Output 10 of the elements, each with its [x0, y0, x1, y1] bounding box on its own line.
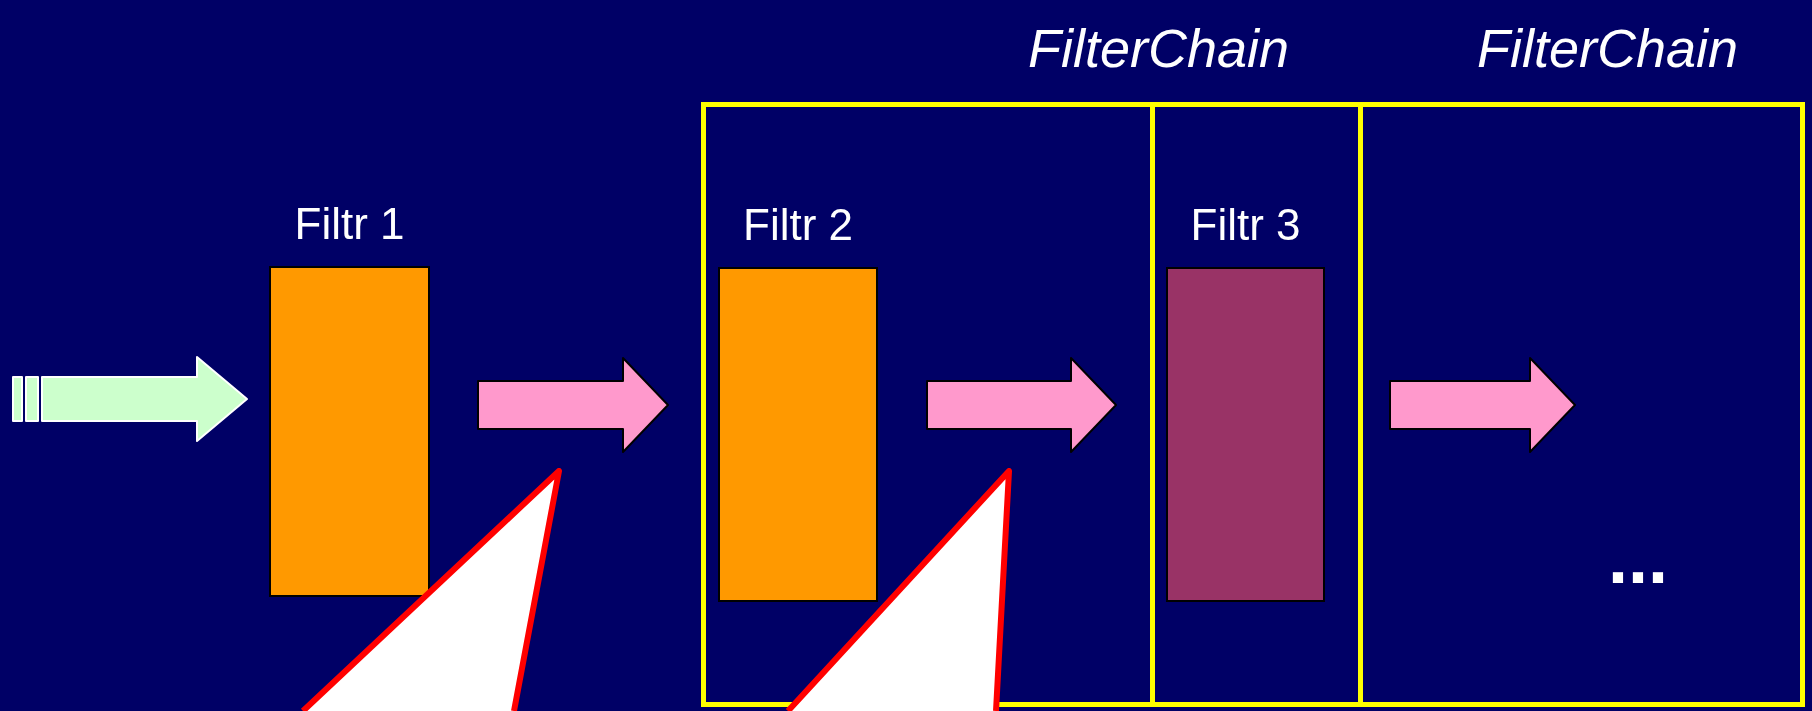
block-arrow: [477, 357, 669, 453]
block-arrow: [1389, 357, 1576, 453]
block-arrow: [926, 357, 1117, 453]
block-arrow: [12, 356, 248, 442]
filter-label: Filtr 2: [743, 203, 853, 247]
chain-title: FilterChain: [1477, 21, 1739, 75]
filter-label: Filtr 1: [294, 202, 405, 246]
ellipsis-text: ...: [1608, 522, 1668, 594]
filter-label: Filtr 3: [1190, 203, 1301, 247]
chain-title: FilterChain: [1028, 21, 1290, 75]
